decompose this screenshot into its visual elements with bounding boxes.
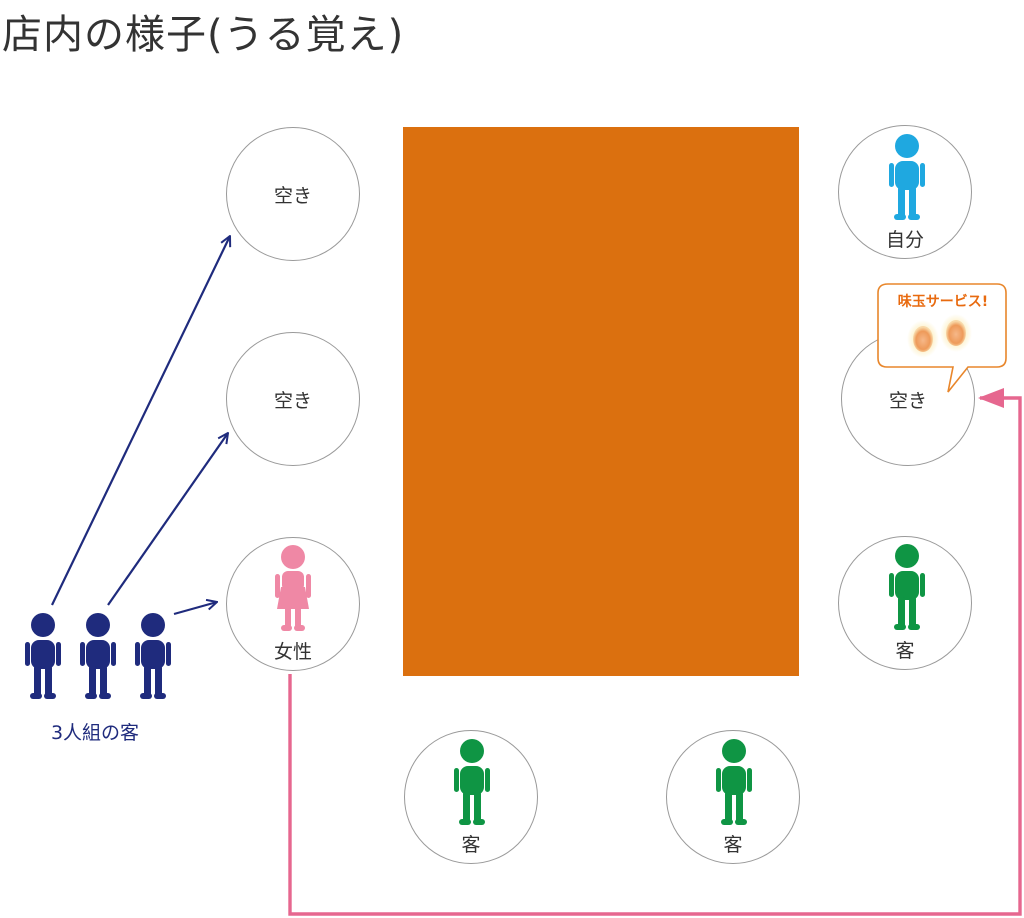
person-icon xyxy=(135,613,171,699)
person-icon xyxy=(25,613,61,699)
seat-left-top: 空き xyxy=(226,127,360,261)
egg-icon xyxy=(907,320,939,358)
arrow-to-left-top-seat xyxy=(51,236,230,606)
seat-left-middle: 空き xyxy=(226,332,360,466)
seat-bottom-right: 客 xyxy=(666,730,800,864)
seat-label: 客 xyxy=(723,834,743,856)
person-icon xyxy=(454,739,490,825)
person-icon xyxy=(716,739,752,825)
seat-label: 空き xyxy=(273,185,312,207)
egg-icon xyxy=(940,314,972,352)
page-title: 店内の様子(うる覚え) xyxy=(2,12,405,58)
bubble-text: 味玉サービス! xyxy=(897,294,989,310)
person-icon xyxy=(889,544,925,630)
arrow-to-female-seat xyxy=(173,602,217,616)
seat-label: 客 xyxy=(895,640,915,662)
seat-label: 空き xyxy=(273,390,312,412)
seat-label: 空き xyxy=(888,390,927,412)
seat-label: 自分 xyxy=(885,229,924,251)
counter-table xyxy=(403,127,799,676)
person-icon xyxy=(889,134,925,220)
seat-label: 女性 xyxy=(273,641,312,663)
person-icon xyxy=(80,613,116,699)
arrow-to-left-middle-seat xyxy=(107,433,228,606)
group-label: 3人組の客 xyxy=(50,722,140,744)
female-person-icon xyxy=(275,545,311,631)
female-route-arrow xyxy=(288,388,1022,916)
seat-label: 客 xyxy=(461,834,481,856)
